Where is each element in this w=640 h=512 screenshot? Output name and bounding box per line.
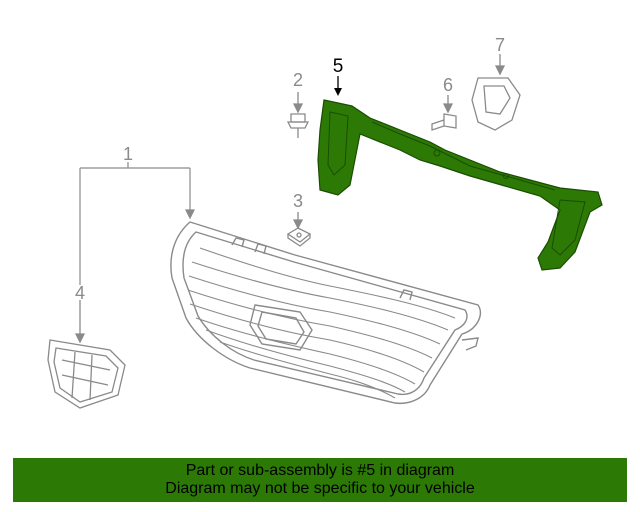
callout-1: 1 [122,144,133,164]
callout-7: 7 [494,35,505,55]
clip-part-3 [286,212,312,247]
callout-6: 6 [442,75,453,95]
callout-2: 2 [292,70,303,90]
banner-line-2: Diagram may not be specific to your vehi… [165,480,475,497]
callout-1-leader [79,162,195,285]
screw-part-6 [431,95,457,131]
banner-line-1: Part or sub-assembly is #5 in diagram [185,462,455,479]
emblem-part-4 [47,300,126,409]
callout-5: 5 [332,56,344,77]
grille-assembly [170,221,482,405]
info-banner: Part or sub-assembly is #5 in diagram Di… [13,458,627,502]
support-bracket-part-5 [317,76,603,271]
bracket-part-7 [471,54,521,131]
callout-4: 4 [74,283,85,303]
bolt-part-2 [286,92,310,138]
parts-diagram [47,54,603,409]
callout-3: 3 [292,191,303,211]
